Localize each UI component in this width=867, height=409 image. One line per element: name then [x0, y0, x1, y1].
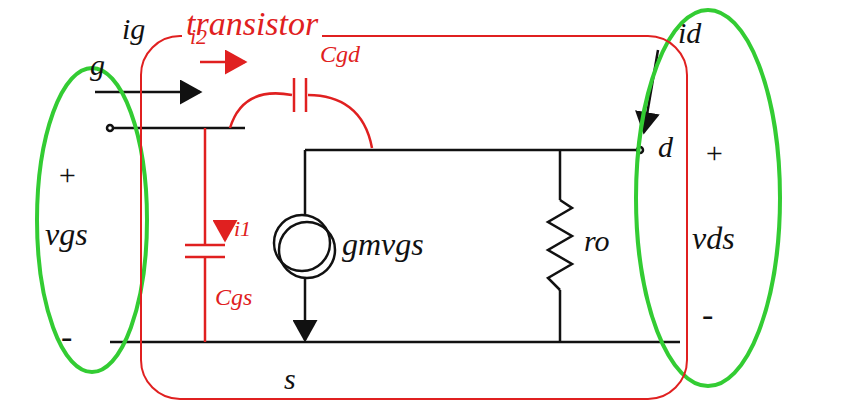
wire	[204, 128, 207, 245]
port-label: id	[678, 18, 701, 48]
port-region: g+vgs-	[37, 68, 147, 372]
drain-wire	[305, 149, 637, 152]
port-label: -	[702, 298, 713, 332]
circuit-label: i2	[190, 26, 207, 48]
capacitor-symbol	[305, 78, 308, 112]
port-label: -	[61, 320, 72, 354]
current-arrow	[224, 222, 227, 240]
port-label: +	[57, 160, 77, 190]
circuit-label: Cgs	[215, 285, 252, 309]
current-arrow	[95, 91, 200, 94]
circuit-label: s	[284, 364, 296, 394]
wire	[308, 95, 372, 148]
transistor-region: transistor	[140, 35, 688, 400]
port-label: vgs	[45, 218, 88, 250]
port-label: d	[658, 132, 673, 162]
wire	[204, 257, 207, 342]
current-arrow	[644, 50, 658, 132]
port-region: id d + vds -	[636, 10, 780, 386]
port-outline	[636, 10, 780, 386]
current-source	[279, 222, 335, 278]
port-outline	[37, 68, 147, 372]
wire	[559, 150, 562, 200]
circuit-label: ro	[584, 226, 610, 256]
wire	[230, 93, 292, 128]
source-wire	[110, 341, 680, 344]
capacitor-symbol	[293, 78, 296, 112]
wire	[559, 290, 562, 342]
circuit-label: gmvgs	[342, 228, 424, 260]
circuit-label: i1	[234, 218, 251, 240]
wire	[304, 278, 307, 340]
port-label: +	[704, 138, 724, 168]
capacitor-symbol	[185, 244, 225, 247]
wire	[304, 150, 307, 215]
port-label: g	[90, 50, 105, 80]
resistor-symbol	[548, 200, 572, 290]
circuit-label: Cgd	[320, 42, 360, 66]
current-arrow	[200, 61, 245, 64]
gate-terminal	[107, 125, 113, 131]
circuit-label: ig	[122, 14, 145, 44]
gate-wire	[113, 127, 245, 130]
port-label: vds	[692, 222, 735, 254]
